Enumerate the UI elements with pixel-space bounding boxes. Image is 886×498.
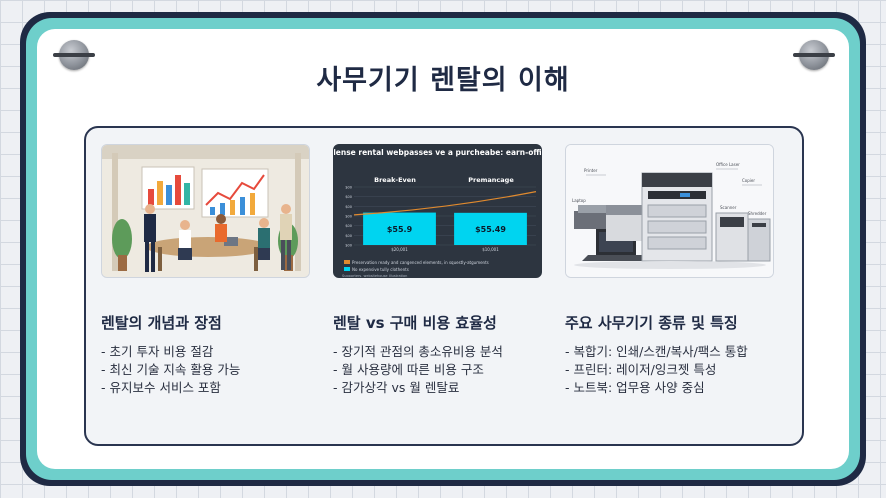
column-list-cost-efficiency: - 장기적 관점의 총소유비용 분석 - 월 사용량에 따른 비용 구조 - 감… [333, 343, 503, 397]
bar [454, 212, 527, 245]
pushpin-icon [793, 40, 835, 70]
list-item: - 복합기: 인쇄/스캔/복사/팩스 통합 [565, 344, 748, 359]
office-equipment-illustration-icon: Printer Office Laser Copier Laptop Scann… [565, 144, 774, 278]
equipment-label: Scanner [720, 205, 737, 210]
legend-swatch [344, 260, 350, 264]
legend-item: Preservation ready and cangenced element… [352, 260, 489, 265]
y-tick-label: $00 [345, 244, 352, 248]
x-tick-label: $20,001 [391, 247, 408, 252]
y-tick-label: $00 [345, 234, 352, 238]
column-list-rental-concept: - 초기 투자 비용 절감 - 최신 기술 지속 활용 가능 - 유지보수 서비… [101, 343, 240, 397]
list-item: - 유지보수 서비스 포함 [101, 380, 221, 395]
list-item: - 프린터: 레이저/잉크젯 특성 [565, 362, 717, 377]
list-item: - 장기적 관점의 총소유비용 분석 [333, 344, 503, 359]
equipment-label: Printer [584, 168, 598, 173]
column-heading-cost-efficiency: 렌탈 vs 구매 비용 효율성 [333, 314, 497, 332]
list-item: - 노트북: 업무용 사양 중심 [565, 380, 705, 395]
series-line [353, 191, 537, 216]
equipment-label: Laptop [572, 198, 586, 203]
equipment-label: Copier [742, 178, 755, 183]
list-item: - 월 사용량에 따른 비용 구조 [333, 362, 484, 377]
data-label: $55.9 [387, 225, 413, 234]
x-category-label: Premancage [468, 176, 514, 184]
column-heading-equipment-types: 주요 사무기기 종류 및 특징 [565, 314, 738, 332]
list-item: - 최신 기술 지속 활용 가능 [101, 362, 241, 377]
y-tick-label: $00 [345, 224, 352, 228]
y-tick-label: $00 [345, 215, 352, 219]
bar [363, 212, 436, 245]
cost-comparison-chart-icon: Comparison princlense rental webpasses v… [333, 144, 542, 278]
slide-title: 사무기기 렌탈의 이해 [316, 65, 570, 96]
chart-footer: Supporters, websitehouse illustration [342, 274, 407, 278]
y-tick-label: $00 [345, 205, 352, 209]
list-item: - 감가상각 vs 월 렌탈료 [333, 380, 460, 395]
y-tick-label: $00 [345, 195, 352, 199]
equipment-label: Office Laser [716, 162, 740, 167]
legend-swatch [344, 267, 350, 271]
office-meeting-illustration-icon [101, 144, 310, 278]
legend-item: No expensive tully clothents [352, 267, 409, 272]
pushpin-icon [53, 40, 95, 70]
y-tick-label: $00 [345, 186, 352, 190]
list-item: - 초기 투자 비용 절감 [101, 344, 214, 359]
x-tick-label: $10,001 [482, 247, 499, 252]
column-list-equipment-types: - 복합기: 인쇄/스캔/복사/팩스 통합 - 프린터: 레이저/잉크젯 특성 … [565, 343, 748, 397]
data-label: $55.49 [475, 225, 506, 234]
chart-title: Comparison princlense rental webpasses v… [334, 148, 542, 157]
equipment-label: Shredder [748, 211, 767, 216]
x-category-label: Break-Even [374, 176, 416, 184]
column-heading-rental-concept: 렌탈의 개념과 장점 [101, 314, 222, 332]
